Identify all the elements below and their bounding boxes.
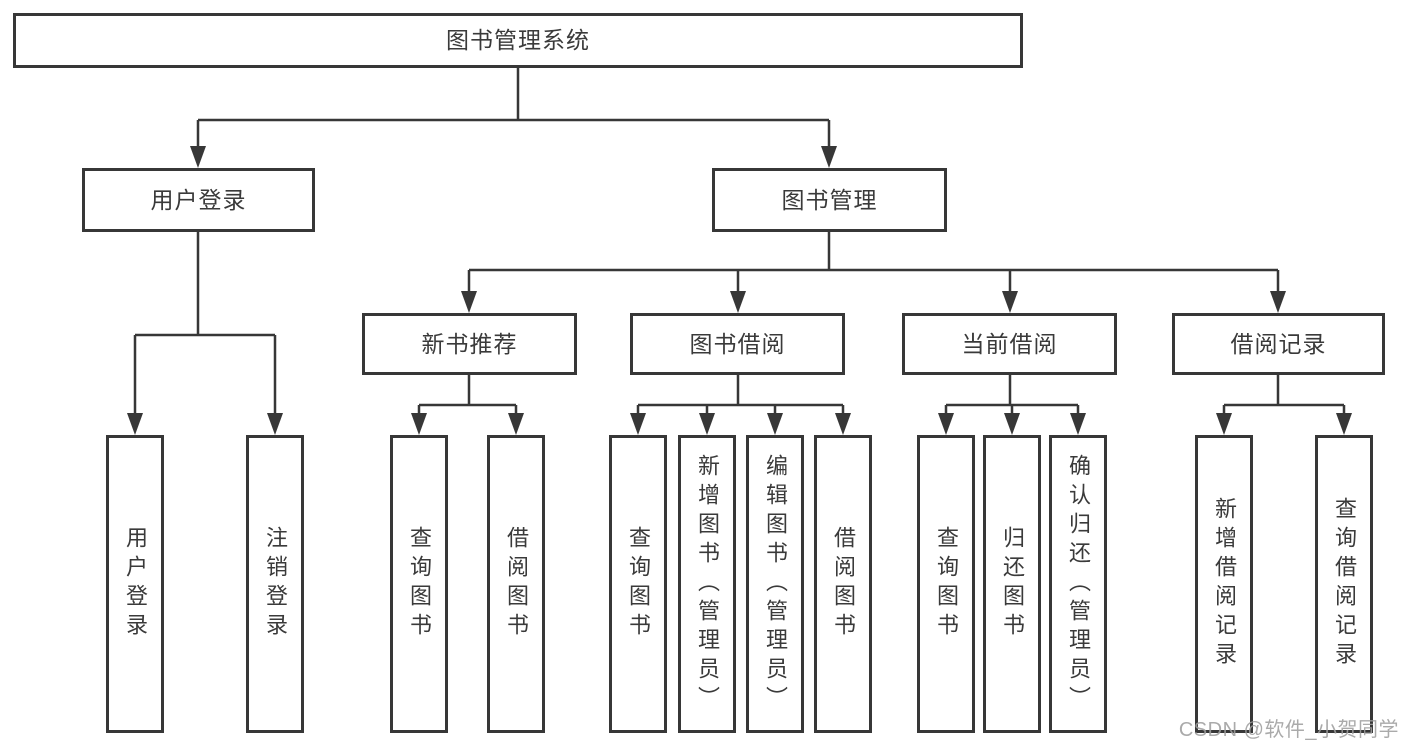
arrow-down-icon — [1070, 413, 1086, 435]
leaf-logout: 注销登录 — [246, 435, 304, 733]
leaf-borrow-books-borrowing: 借阅图书 — [814, 435, 872, 733]
arrow-down-icon — [1270, 291, 1286, 313]
arrow-down-icon — [699, 413, 715, 435]
arrow-down-icon — [835, 413, 851, 435]
arrow-down-icon — [411, 413, 427, 435]
node-book-borrowing: 图书借阅 — [630, 313, 845, 375]
arrow-down-icon — [938, 413, 954, 435]
arrow-down-icon — [190, 146, 206, 168]
arrow-down-icon — [1004, 413, 1020, 435]
csdn-watermark: CSDN @软件_小贺同学 — [1178, 719, 1399, 741]
arrow-down-icon — [730, 291, 746, 313]
leaf-query-books-current: 查询图书 — [917, 435, 975, 733]
arrow-down-icon — [1336, 413, 1352, 435]
leaf-return-books: 归还图书 — [983, 435, 1041, 733]
node-current-borrowing: 当前借阅 — [902, 313, 1117, 375]
node-root-system: 图书管理系统 — [13, 13, 1023, 68]
node-new-book-recommend: 新书推荐 — [362, 313, 577, 375]
arrow-down-icon — [461, 291, 477, 313]
arrow-down-icon — [821, 146, 837, 168]
leaf-query-books-borrowing: 查询图书 — [609, 435, 667, 733]
leaf-query-books-recommend: 查询图书 — [390, 435, 448, 733]
leaf-add-borrow-record: 新增借阅记录 — [1195, 435, 1253, 733]
leaf-query-borrow-record: 查询借阅记录 — [1315, 435, 1373, 733]
node-user-login-group: 用户登录 — [82, 168, 315, 232]
arrow-down-icon — [1002, 291, 1018, 313]
leaf-borrow-books-recommend: 借阅图书 — [487, 435, 545, 733]
leaf-add-books-admin: 新增图书（管理员） — [678, 435, 736, 733]
node-borrow-records: 借阅记录 — [1172, 313, 1385, 375]
arrow-down-icon — [767, 413, 783, 435]
leaf-confirm-return-admin: 确认归还（管理员） — [1049, 435, 1107, 733]
leaf-edit-books-admin: 编辑图书（管理员） — [746, 435, 804, 733]
arrow-down-icon — [508, 413, 524, 435]
leaf-user-login: 用户登录 — [106, 435, 164, 733]
arrow-down-icon — [1216, 413, 1232, 435]
node-book-management-group: 图书管理 — [712, 168, 947, 232]
arrow-down-icon — [267, 413, 283, 435]
arrow-down-icon — [630, 413, 646, 435]
arrow-down-icon — [127, 413, 143, 435]
